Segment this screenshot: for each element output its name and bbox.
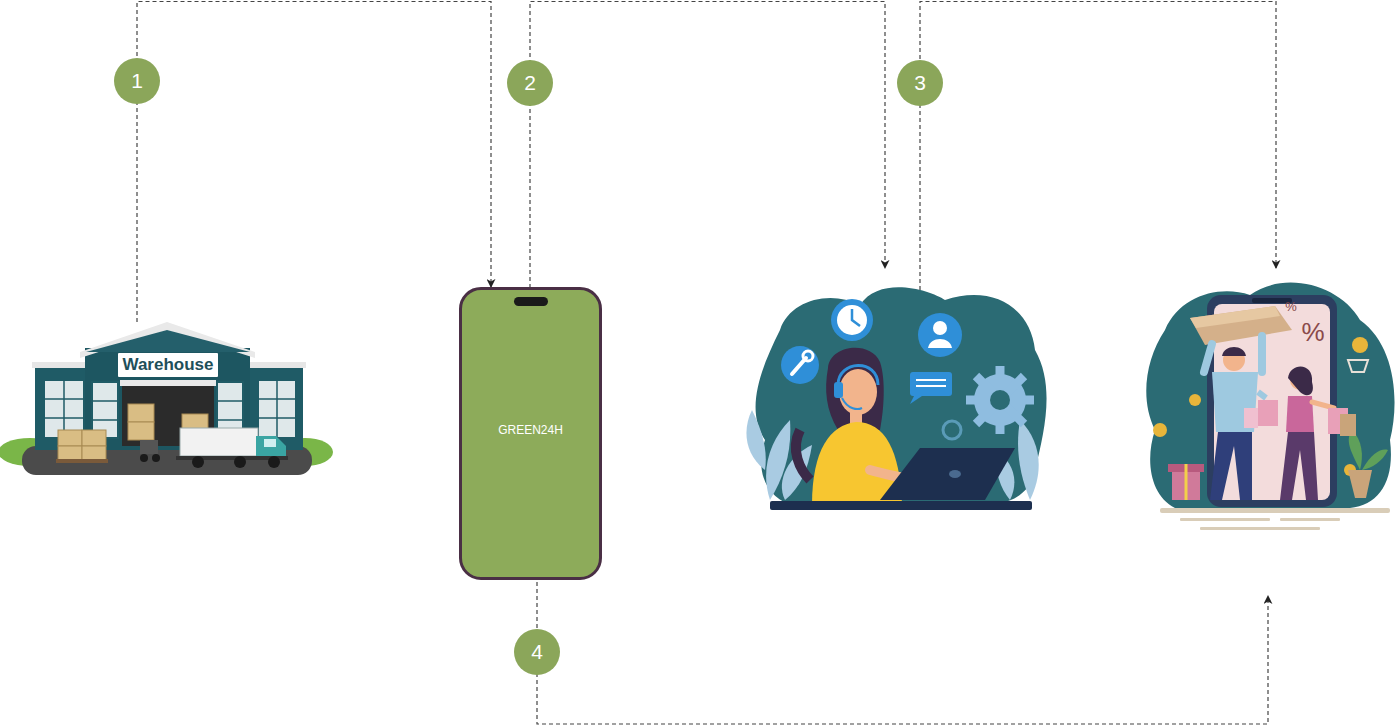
flow-connector [137, 2, 491, 323]
warehouse-sign: Warehouse [118, 353, 217, 377]
callout-number: 2 [507, 60, 553, 106]
shopping-illustration [1146, 283, 1394, 530]
phone-notch [514, 297, 548, 306]
phone-screen: GREEN24H [459, 287, 602, 580]
callout-number: 1 [114, 58, 160, 104]
percent-sign: % [1285, 300, 1297, 313]
percent-sign: % [1301, 319, 1324, 345]
app-name: GREEN24H [498, 423, 563, 437]
support-illustration [746, 287, 1046, 510]
warehouse-illustration [0, 322, 333, 475]
flow-line [920, 2, 1276, 291]
flow-line [530, 2, 885, 289]
callout-number: 3 [897, 60, 943, 106]
warehouse-building: Warehouse [20, 322, 332, 477]
flow-line [537, 582, 1268, 724]
callout-number: 4 [514, 629, 560, 675]
